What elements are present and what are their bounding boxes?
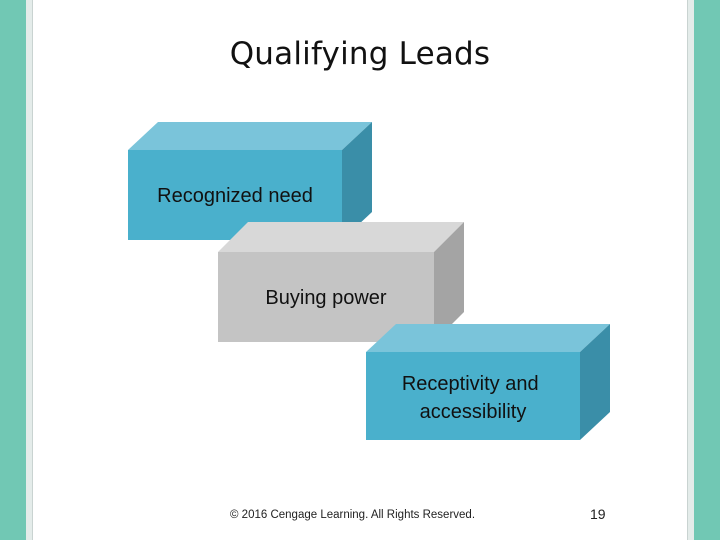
block-side xyxy=(342,122,372,240)
right-border-band xyxy=(694,0,720,540)
block-side xyxy=(434,222,464,342)
step-block-receptivity: Receptivity and accessibility xyxy=(366,324,610,440)
block-top xyxy=(128,122,372,150)
left-border-stripe xyxy=(26,0,33,540)
block-label-line: accessibility xyxy=(420,401,527,423)
right-border-stripe xyxy=(687,0,694,540)
block-side xyxy=(580,324,610,440)
block-label: Recognized need xyxy=(157,185,313,207)
block-label-line: Buying power xyxy=(265,287,387,309)
left-border-band xyxy=(0,0,26,540)
block-front xyxy=(366,352,580,440)
block-label-line: Receptivity and xyxy=(402,373,539,395)
copyright-notice: © 2016 Cengage Learning. All Rights Rese… xyxy=(230,509,476,521)
block-label: Buying power xyxy=(265,287,387,309)
slide-title: Qualifying Leads xyxy=(229,36,491,72)
block-label-line: Recognized need xyxy=(157,185,313,207)
block-top xyxy=(366,324,610,352)
block-label: Receptivity and accessibility xyxy=(402,373,544,423)
page-number: 19 xyxy=(590,506,606,522)
block-top xyxy=(218,222,464,252)
